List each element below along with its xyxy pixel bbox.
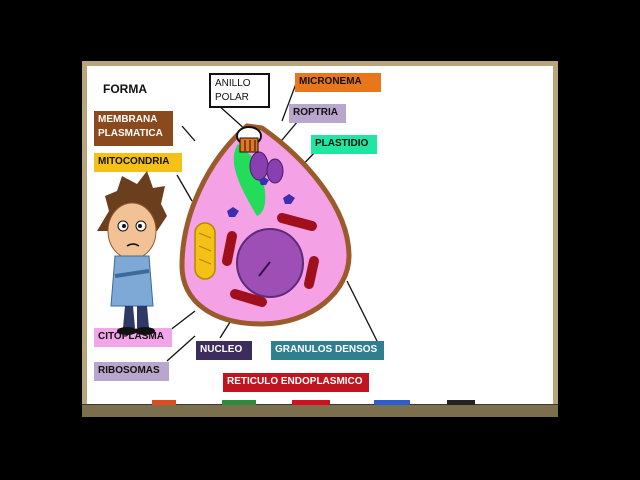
pointer-lines — [166, 80, 378, 362]
dense-granules — [227, 177, 295, 217]
endoplasmic-reticulum — [222, 213, 319, 307]
student-character-icon — [97, 171, 167, 335]
pointer-microneme — [281, 80, 298, 122]
label-ribosomas: RIBOSOMAS — [94, 362, 169, 381]
pointer-ribosomas — [166, 335, 196, 362]
marker-icon — [447, 400, 475, 405]
pointer-anillo — [216, 103, 248, 132]
label-membrana: MEMBRANA PLASMATICA — [94, 111, 173, 146]
nucleus-arrow — [258, 261, 271, 277]
label-anillo-polar: ANILLO POLAR — [209, 73, 270, 108]
marker-icon — [222, 400, 256, 405]
label-nucleo: NUCLEO — [196, 341, 252, 360]
label-granulos: GRANULOS DENSOS — [271, 341, 384, 360]
plastid — [233, 144, 266, 216]
pointer-citoplasma — [168, 310, 196, 332]
marker-icon — [374, 400, 410, 405]
chalkboard-frame: FORMA — [82, 61, 558, 417]
label-roptria: ROPTRIA — [289, 104, 346, 123]
label-microneme: MICRONEMA — [295, 73, 381, 92]
rhoptries — [249, 151, 284, 184]
label-mitocondria: MITOCONDRIA — [94, 153, 182, 172]
marker-icon — [292, 400, 330, 405]
section-title: FORMA — [103, 82, 147, 96]
pointer-membrana — [181, 125, 196, 142]
cell-diagram — [166, 80, 378, 362]
board-tray — [82, 405, 558, 417]
pointer-granulos — [346, 280, 378, 342]
marker-icon — [152, 400, 176, 405]
pointer-mitocondria — [176, 174, 193, 202]
whiteboard: FORMA — [87, 66, 553, 406]
label-plastidio: PLASTIDIO — [311, 135, 377, 154]
label-reticulo: RETICULO ENDOPLASMICO — [223, 373, 369, 392]
mitochondrion-cristae — [198, 232, 212, 265]
